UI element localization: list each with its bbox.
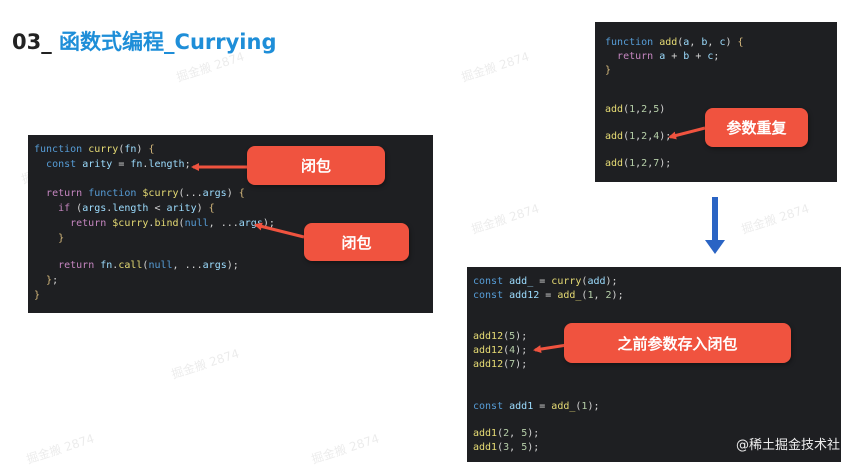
- code-line: add1(2, 5);: [473, 428, 540, 439]
- code-line: const arity = fn.length;: [46, 159, 191, 170]
- background-watermark: 掘金搬 2874: [169, 346, 241, 382]
- title-text: 函数式编程_Currying: [59, 30, 277, 54]
- code-line: add(1,2,4);: [605, 131, 672, 142]
- code-line: const add1 = add_(1);: [473, 401, 600, 412]
- closure-callout-args: 闭包: [304, 223, 409, 261]
- add-code-panel: function add(a, b, c) { return a + b + c…: [595, 22, 837, 182]
- code-line: const add_ = curry(add);: [473, 276, 618, 287]
- code-line: add12(7);: [473, 359, 528, 370]
- title-number: 03_: [12, 30, 52, 54]
- code-line: add12(5);: [473, 331, 528, 342]
- stored-params-callout: 之前参数存入闭包: [564, 323, 791, 363]
- code-line: function curry(fn) {: [34, 144, 155, 155]
- background-watermark: 掘金搬 2874: [469, 201, 541, 237]
- code-line: if (args.length < arity) {: [58, 203, 215, 214]
- down-arrow-icon: [705, 197, 725, 254]
- code-line: return fn.call(null, ...args);: [58, 260, 239, 271]
- code-line: return $curry.bind(null, ...args);: [70, 218, 275, 229]
- code-line: }: [58, 233, 65, 244]
- background-watermark: 掘金搬 2874: [309, 431, 381, 467]
- code-line: add1(3, 5);: [473, 442, 540, 453]
- background-watermark: 掘金搬 2874: [739, 201, 811, 237]
- code-line: }: [34, 290, 41, 301]
- code-line: function add(a, b, c) {: [605, 37, 744, 48]
- code-line: };: [46, 275, 59, 286]
- code-line: }: [605, 65, 612, 76]
- code-line: return a + b + c;: [617, 51, 720, 62]
- code-line: const add12 = add_(1, 2);: [473, 290, 624, 301]
- code-line: return function $curry(...args) {: [46, 188, 245, 199]
- page-title: 03_ 函数式编程_Currying: [12, 26, 277, 56]
- brand-watermark: @稀土掘金技术社区: [735, 438, 853, 453]
- code-line: add12(4);: [473, 345, 528, 356]
- background-watermark: 掘金搬 2874: [24, 431, 96, 467]
- code-line: add(1,2,5): [605, 104, 666, 115]
- code-line: add(1,2,7);: [605, 158, 672, 169]
- background-watermark: 掘金搬 2874: [459, 49, 531, 85]
- repeated-params-callout: 参数重复: [705, 108, 808, 147]
- closure-callout-arity: 闭包: [247, 146, 385, 185]
- curried-usage-code-panel: const add_ = curry(add); const add12 = a…: [467, 267, 841, 462]
